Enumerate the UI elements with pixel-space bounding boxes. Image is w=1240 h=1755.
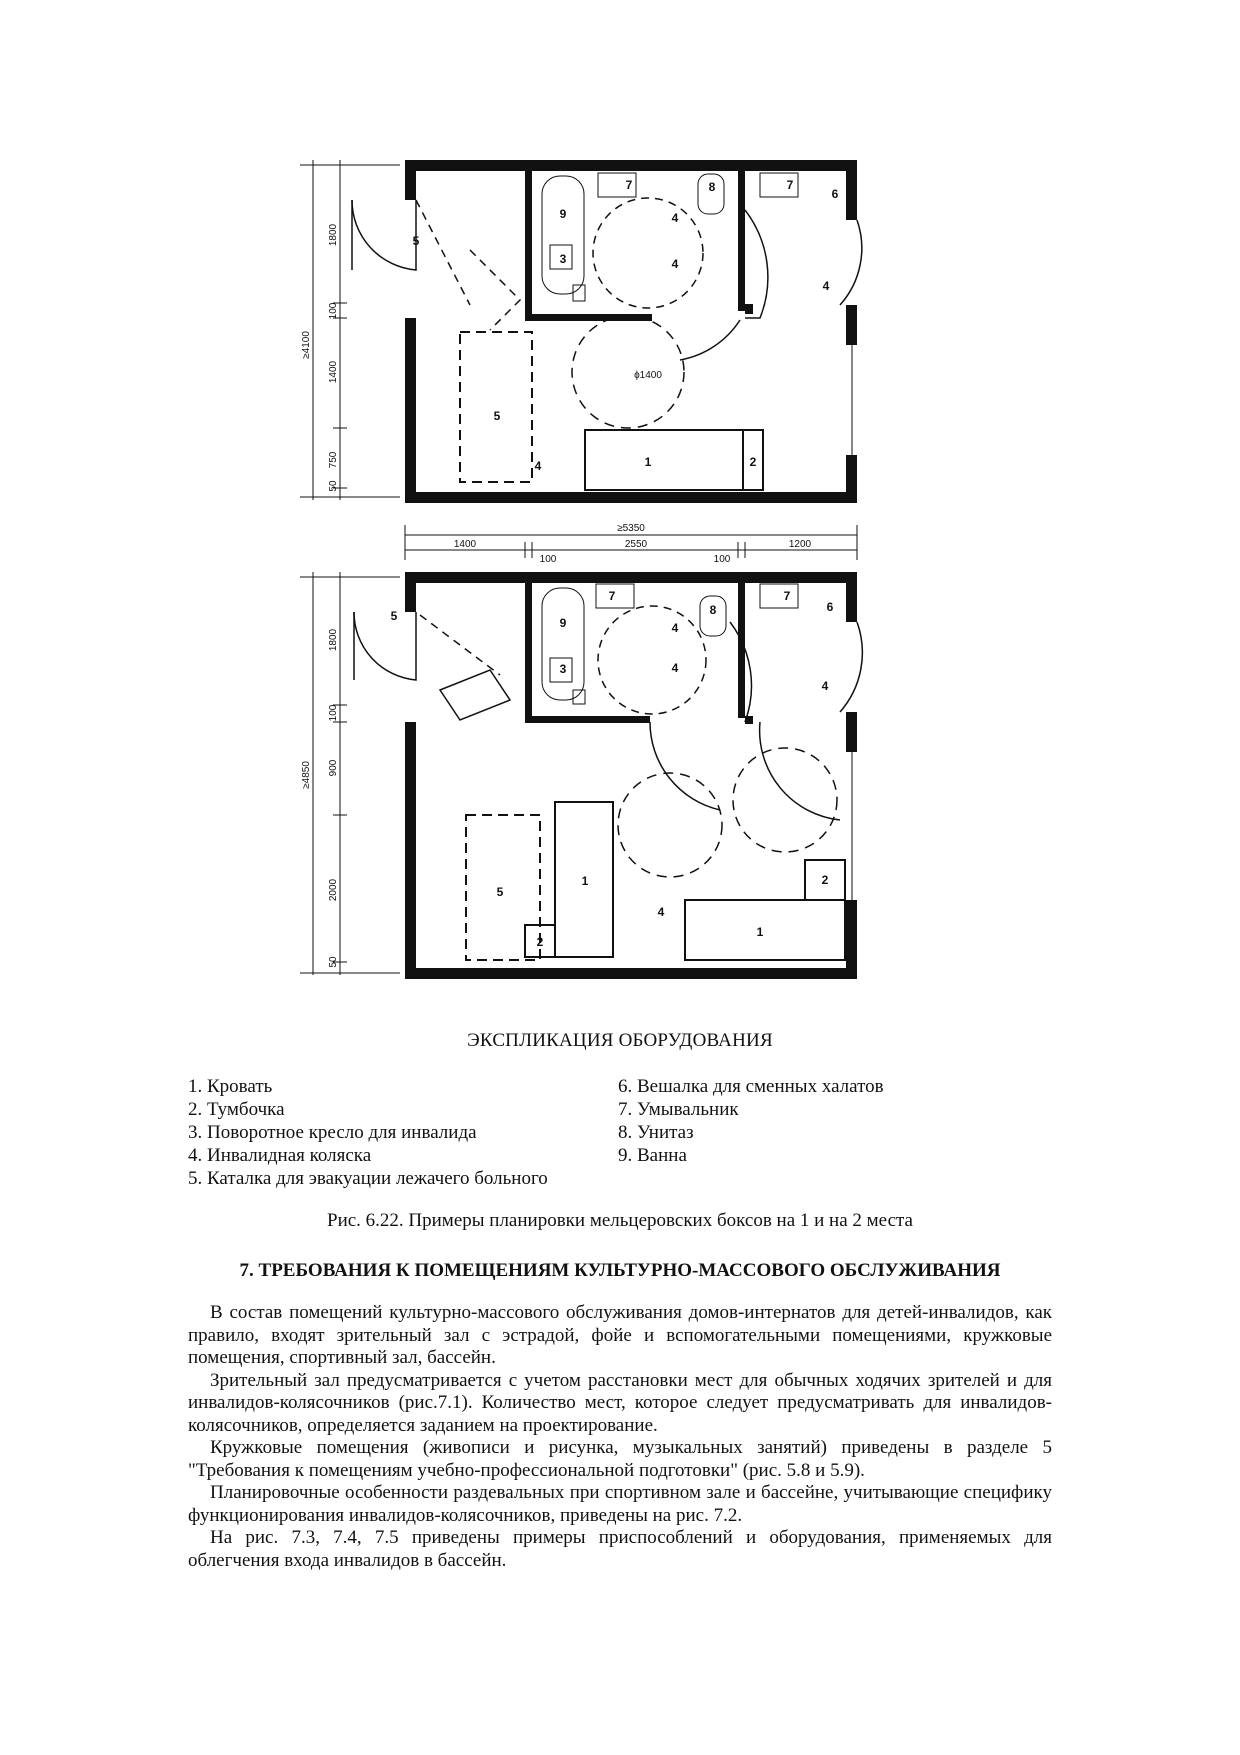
top-plan-dims — [300, 160, 400, 500]
explication-title: ЭКСПЛИКАЦИЯ ОБОРУДОВАНИЯ — [467, 1030, 773, 1051]
top-plan — [351, 160, 863, 503]
label-1: 1 — [757, 925, 764, 939]
svg-text:900: 900 — [328, 759, 339, 776]
dim-total-width: ≥5350 — [617, 523, 645, 534]
label-3: 3 — [560, 662, 567, 676]
label-4: 4 — [672, 661, 679, 675]
paragraph: В состав помещений культурно-массового о… — [188, 1302, 1052, 1368]
label-2: 2 — [750, 455, 757, 469]
legend-item: 3. Поворотное кресло для инвалида — [188, 1122, 477, 1143]
legend-item: 8. Унитаз — [618, 1122, 694, 1143]
label-7: 7 — [626, 178, 633, 192]
label-4: 4 — [672, 211, 679, 225]
label-6: 6 — [832, 187, 839, 201]
paragraph: На рис. 7.3, 7.4, 7.5 приведены примеры … — [188, 1527, 1052, 1571]
section-body: В состав помещений культурно-массового о… — [188, 1302, 1052, 1572]
label-2: 2 — [537, 935, 544, 949]
label-4: 4 — [672, 257, 679, 271]
svg-text:1800: 1800 — [328, 223, 339, 246]
label-5: 5 — [494, 409, 501, 423]
svg-text:750: 750 — [328, 451, 339, 468]
label-4: 4 — [822, 679, 829, 693]
floor-plan-figure: 1 2 3 4 4 4 4 5 5 6 7 7 8 9 ϕ1400 ≥4100 … — [300, 160, 864, 979]
label-1: 1 — [582, 874, 589, 888]
bottom-plan-dims — [300, 572, 400, 975]
label-4: 4 — [658, 905, 665, 919]
legend-item: 2. Тумбочка — [188, 1099, 285, 1120]
bottom-plan-labels: 1 1 2 2 3 4 4 4 4 5 5 6 7 7 8 9 — [391, 589, 834, 949]
svg-text:1400: 1400 — [454, 539, 477, 550]
svg-text:100: 100 — [328, 302, 339, 319]
label-6: 6 — [827, 600, 834, 614]
label-2: 2 — [822, 873, 829, 887]
svg-text:2550: 2550 — [625, 539, 648, 550]
label-5: 5 — [413, 234, 420, 248]
svg-text:ϕ1400: ϕ1400 — [634, 370, 662, 381]
legend-item: 6. Вешалка для сменных халатов — [618, 1076, 884, 1097]
svg-text:1800: 1800 — [328, 628, 339, 651]
label-1: 1 — [645, 455, 652, 469]
label-8: 8 — [710, 603, 717, 617]
label-4: 4 — [823, 279, 830, 293]
top-plan-labels: 1 2 3 4 4 4 4 5 5 6 7 7 8 9 ϕ1400 — [413, 178, 839, 473]
dim-total-bottom: ≥4850 — [301, 761, 312, 789]
label-7: 7 — [787, 178, 794, 192]
label-4: 4 — [672, 621, 679, 635]
label-3: 3 — [560, 252, 567, 266]
svg-text:100: 100 — [328, 704, 339, 721]
label-8: 8 — [709, 180, 716, 194]
svg-text:1400: 1400 — [328, 360, 339, 383]
label-4: 4 — [535, 459, 542, 473]
paragraph: Планировочные особенности раздевальных п… — [188, 1482, 1052, 1526]
section-heading: 7. ТРЕБОВАНИЯ К ПОМЕЩЕНИЯМ КУЛЬТУРНО-МАС… — [239, 1260, 1001, 1281]
paragraph: Зрительный зал предусматривается с учето… — [188, 1369, 1052, 1436]
figure-caption: Рис. 6.22. Примеры планировки мельцеровс… — [327, 1210, 913, 1231]
bottom-plan — [353, 572, 864, 979]
legend-item: 5. Каталка для эвакуации лежачего больно… — [188, 1168, 548, 1189]
svg-text:50: 50 — [328, 956, 339, 968]
svg-text:50: 50 — [328, 480, 339, 492]
svg-text:1200: 1200 — [789, 539, 812, 550]
label-9: 9 — [560, 207, 567, 221]
label-5: 5 — [391, 609, 398, 623]
legend-item: 7. Умывальник — [618, 1099, 739, 1120]
horizontal-dims — [404, 525, 858, 560]
svg-text:2000: 2000 — [328, 878, 339, 901]
svg-text:100: 100 — [540, 554, 557, 565]
legend-item: 9. Ванна — [618, 1145, 687, 1166]
legend-right: 6. Вешалка для сменных халатов 7. Умывал… — [618, 1075, 884, 1167]
label-5: 5 — [497, 885, 504, 899]
paragraph: Кружковые помещения (живописи и рисунка,… — [188, 1437, 1052, 1481]
dim-total-top: ≥4100 — [301, 331, 312, 359]
legend-item: 4. Инвалидная коляска — [188, 1145, 372, 1166]
svg-text:100: 100 — [714, 554, 731, 565]
legend-item: 1. Кровать — [188, 1076, 273, 1097]
legend-left: 1. Кровать 2. Тумбочка 3. Поворотное кре… — [188, 1075, 548, 1190]
label-9: 9 — [560, 616, 567, 630]
label-7: 7 — [784, 589, 791, 603]
label-7: 7 — [609, 589, 616, 603]
